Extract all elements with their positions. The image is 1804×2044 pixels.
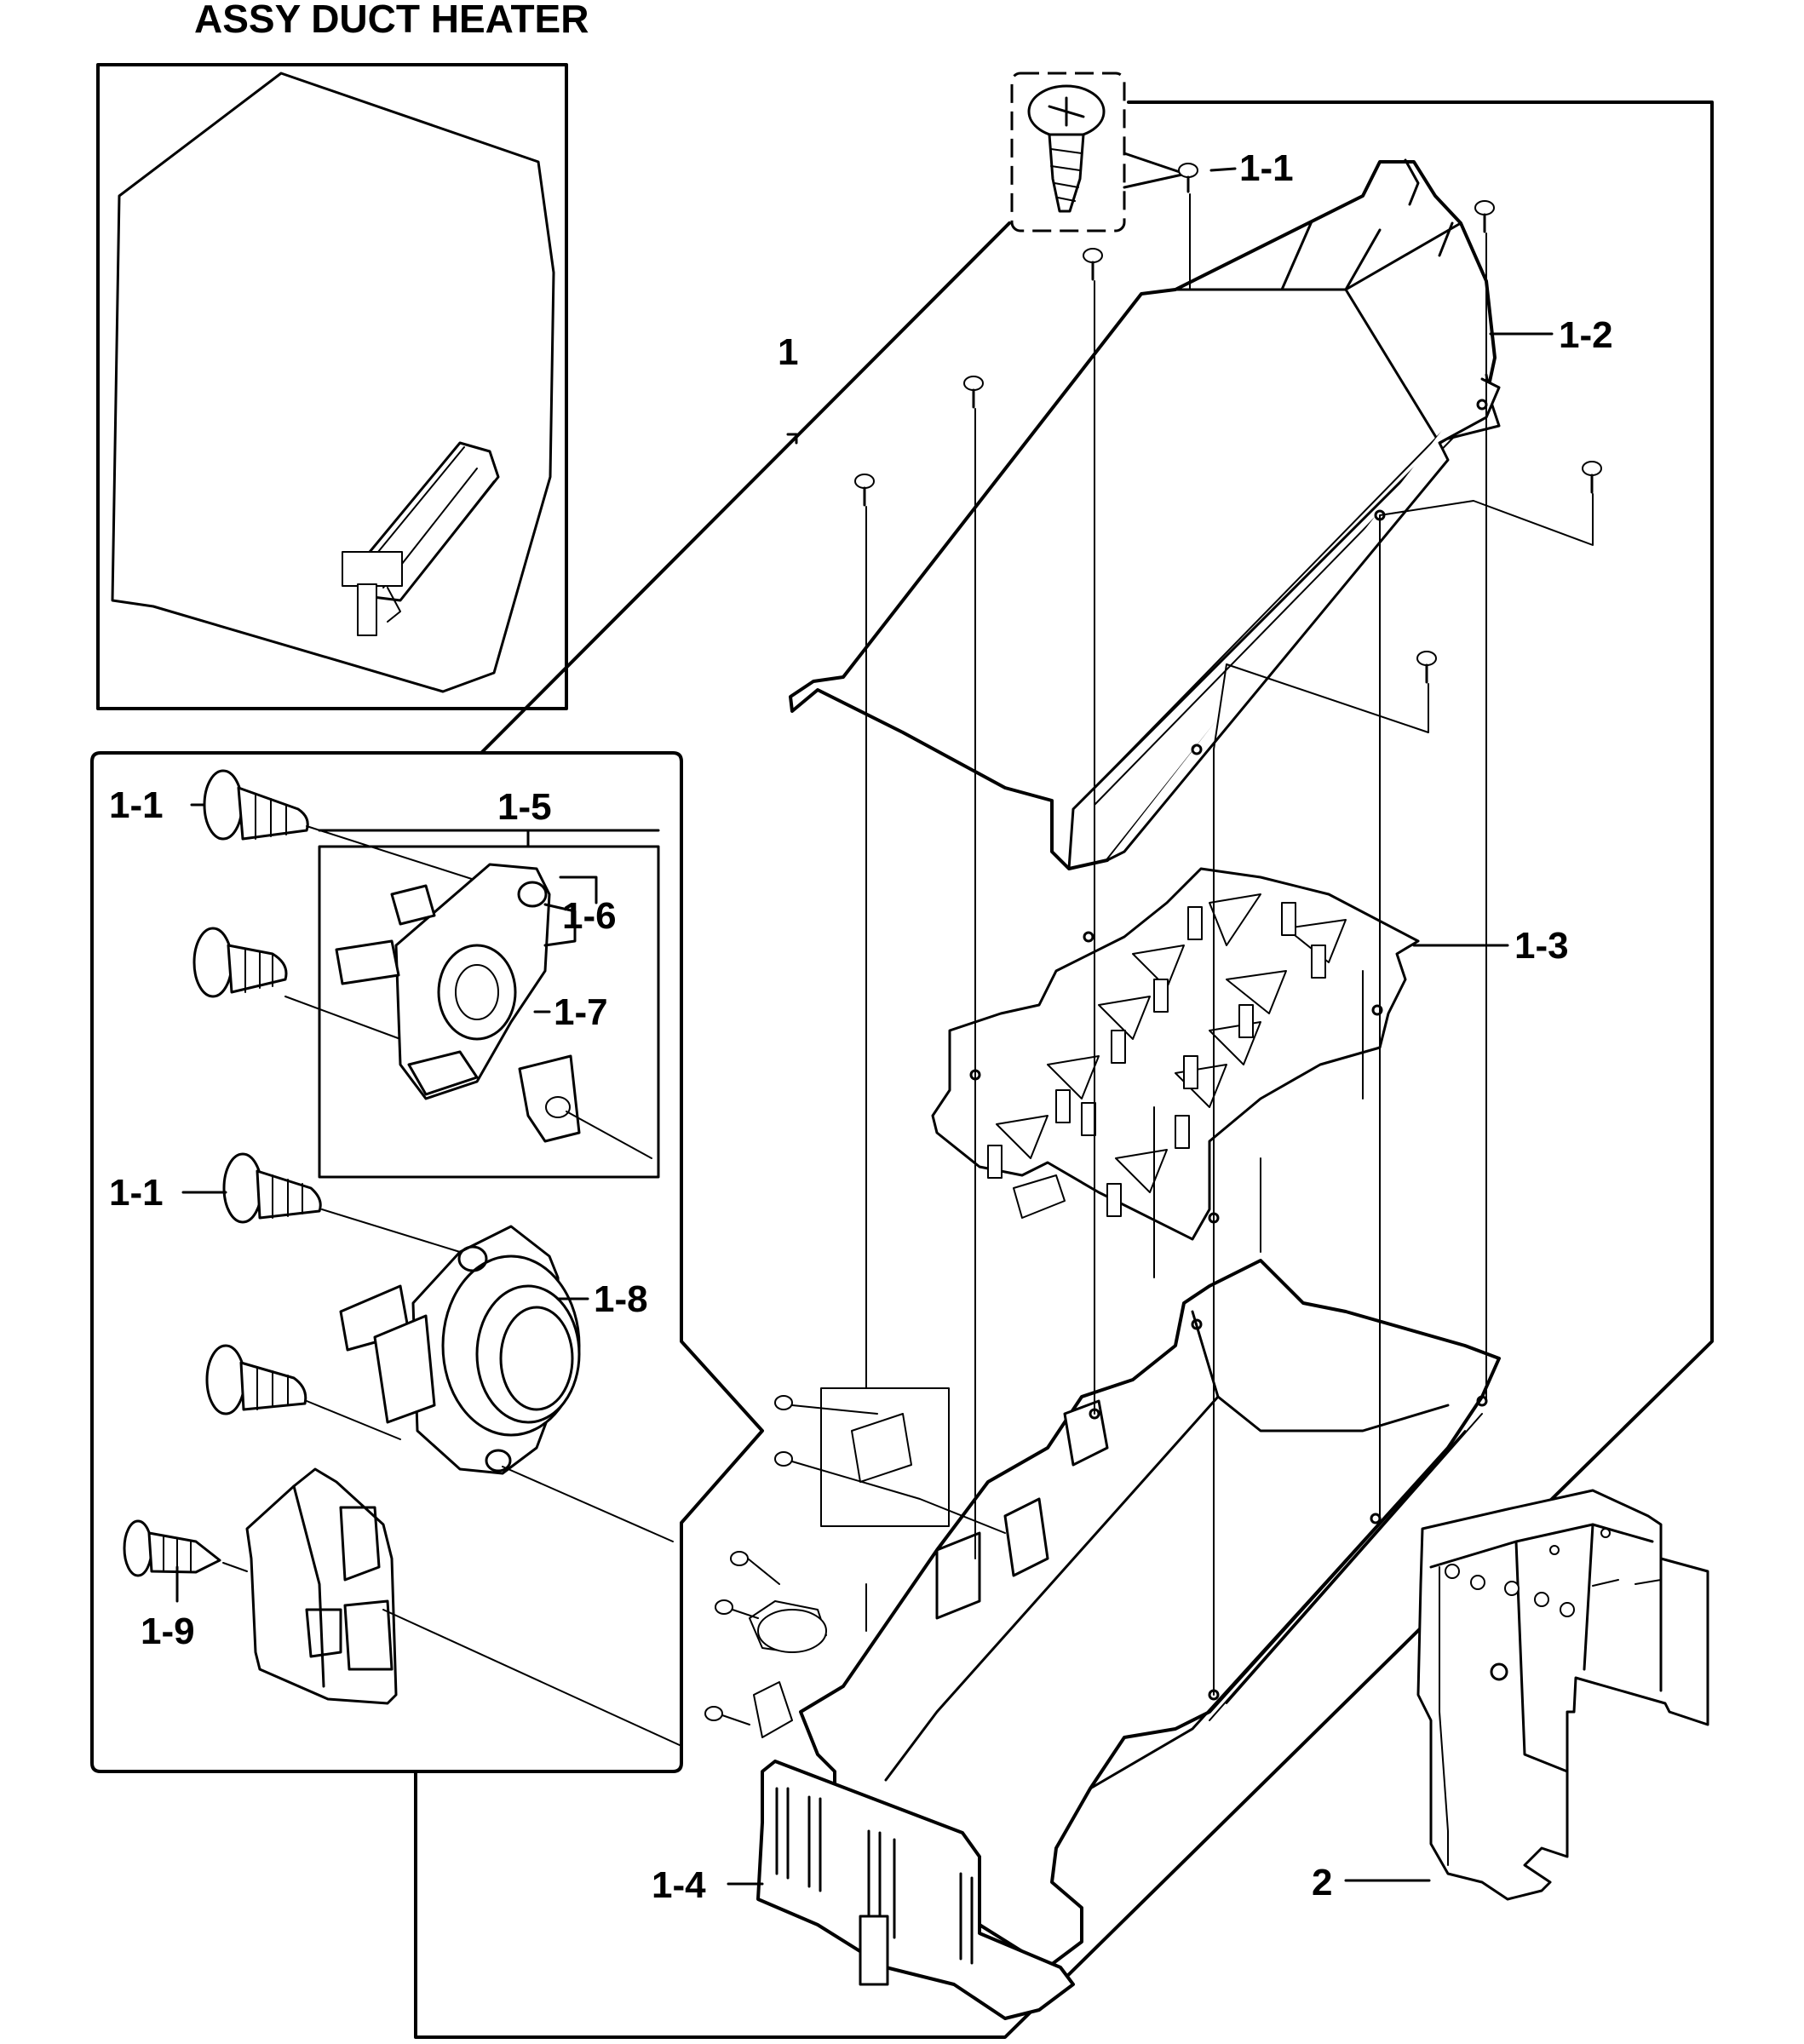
label-1-8: 1-8	[594, 1278, 648, 1320]
overview-inset	[96, 63, 568, 710]
assembly-frame-outline	[414, 100, 1714, 2039]
heater-assembly-thumbnail	[342, 441, 500, 636]
screw-detail	[1010, 72, 1184, 233]
terminal-block	[245, 1467, 682, 1747]
callout-labels: 1-1 1-2 1 1-3 1-1 1-5 1-6 1-7 1-1 1-8 1-…	[109, 147, 1613, 1906]
screw-1-1-lower-d	[205, 1344, 401, 1440]
cover-screws	[854, 163, 1602, 684]
thermostat-1-8	[339, 1225, 674, 1542]
label-1-6: 1-6	[562, 895, 617, 937]
label-1-7: 1-7	[554, 991, 608, 1033]
label-2: 2	[1312, 1862, 1332, 1903]
label-1-3: 1-3	[1514, 925, 1569, 967]
label-1-4: 1-4	[652, 1864, 706, 1906]
label-1-1-top: 1-1	[1239, 147, 1294, 189]
heater-element-plate	[931, 867, 1420, 1241]
thermostat-mini-group	[704, 1387, 1006, 1738]
label-1-5: 1-5	[497, 786, 552, 828]
diagram-title: ASSY DUCT HEATER	[194, 0, 589, 41]
thermostat-1-7	[335, 863, 652, 1159]
label-1: 1	[778, 331, 798, 373]
alignment-lines	[865, 193, 1594, 1696]
label-1-2: 1-2	[1559, 314, 1613, 356]
label-1-9: 1-9	[141, 1611, 195, 1652]
screw-1-1-c	[222, 1152, 461, 1253]
mounting-bracket	[1416, 1489, 1709, 1901]
lower-duct-housing	[756, 1259, 1501, 2020]
detail-inset	[90, 751, 764, 1773]
leader-lines	[175, 167, 1554, 1886]
screw-1-1-a	[203, 769, 520, 895]
screw-1-1-upper-b	[192, 927, 401, 1040]
screw-1-9	[123, 1519, 248, 1577]
duct-flange-plate	[1106, 377, 1501, 862]
label-1-1-a: 1-1	[109, 784, 164, 826]
label-1-1-b: 1-1	[109, 1172, 164, 1214]
